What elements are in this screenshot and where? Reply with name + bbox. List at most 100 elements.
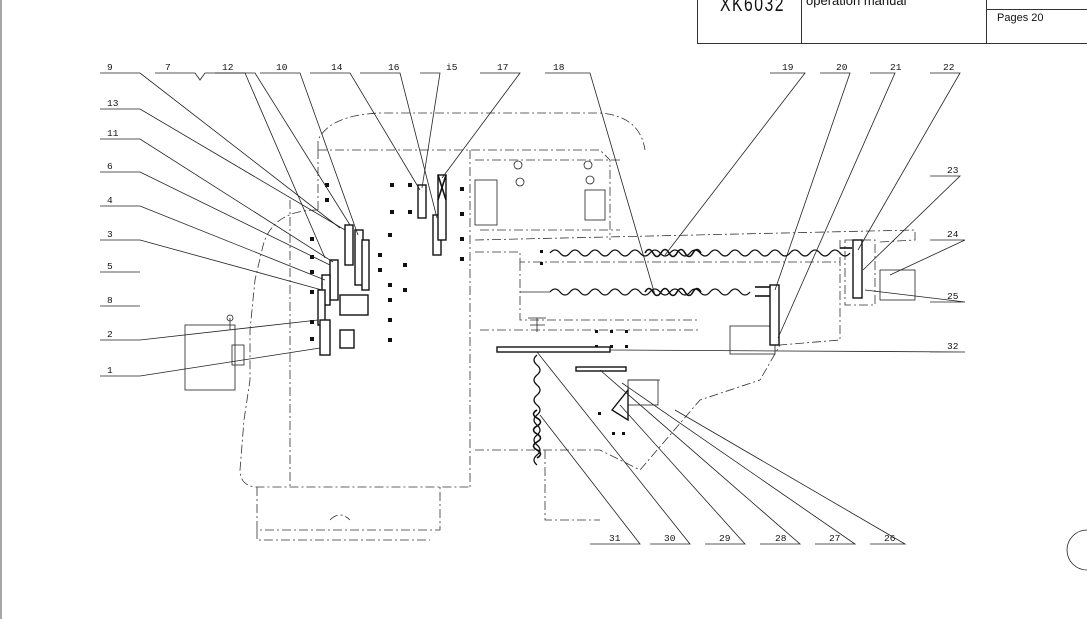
- bevel-housing: [627, 379, 659, 406]
- bevel-gear-29: [610, 388, 629, 422]
- gear-32: [496, 346, 611, 353]
- column-upper-outline: [318, 149, 611, 240]
- spindle-bearing-d: [585, 175, 595, 185]
- callout-13: 13: [107, 98, 119, 109]
- callout-20: 20: [836, 62, 848, 73]
- callout-6: 6: [107, 161, 113, 172]
- title-block-pages-cell: Pages 20: [986, 0, 1087, 44]
- gear-14: [432, 214, 442, 256]
- gear-17: [437, 174, 447, 241]
- feed-motor-body: [729, 325, 776, 355]
- callout-24: 24: [947, 229, 959, 240]
- gear-20: [769, 284, 780, 346]
- callout-16: 16: [388, 62, 400, 73]
- callout-28: 28: [775, 533, 787, 544]
- lead-screws: [520, 248, 851, 466]
- machine-outline: [184, 112, 916, 541]
- cross-screw-nut: [644, 287, 702, 297]
- gear-17-cross: [437, 174, 447, 201]
- longitudinal-screw-nut: [644, 248, 702, 258]
- callout-1: 1: [107, 365, 113, 376]
- base-foot-line: [256, 530, 430, 541]
- document-description: operation manual: [806, 0, 907, 8]
- leader-lines: [100, 72, 966, 545]
- front-body-outline: [239, 209, 470, 488]
- callout-26: 26: [884, 533, 896, 544]
- motor-lift-eye: [226, 314, 234, 322]
- callout-32: 32: [947, 341, 959, 352]
- gear-2: [317, 289, 326, 326]
- base-hook: [329, 514, 351, 521]
- spindle-nose: [474, 179, 498, 226]
- gear-6: [329, 259, 339, 301]
- callout-14: 14: [331, 62, 343, 73]
- gear-28: [575, 366, 627, 372]
- callout-27: 27: [829, 533, 840, 544]
- main-motor-body: [184, 324, 236, 391]
- callout-labels: 9 7 12 10 14 16 i5 17 18 19 20 21 22 23 …: [107, 62, 959, 544]
- gear-1: [319, 319, 331, 356]
- callout-18: 18: [553, 62, 565, 73]
- table-lower-line: [475, 251, 840, 263]
- gear-23: [852, 239, 863, 299]
- pages-cell-divider: [987, 9, 1087, 10]
- callout-21: 21: [890, 62, 902, 73]
- callout-5: 5: [107, 261, 113, 272]
- callout-10: 10: [276, 62, 288, 73]
- callout-17: 17: [497, 62, 508, 73]
- gear-10: [361, 239, 370, 291]
- knee-slope-outline: [475, 379, 761, 471]
- motor-coupling: [231, 344, 245, 366]
- gear-15: [417, 184, 427, 219]
- title-block-model-cell: XK6032: [697, 0, 803, 44]
- callout-30: 30: [664, 533, 676, 544]
- callout-11: 11: [107, 128, 119, 139]
- callout-2: 2: [107, 329, 113, 340]
- callout-4: 4: [107, 195, 113, 206]
- longitudinal-screw-upper: [549, 249, 851, 257]
- callout-15: i5: [446, 62, 458, 73]
- binding-hole-mark: [1066, 529, 1087, 571]
- base-outline: [256, 487, 441, 531]
- spindle-bearing-a: [513, 160, 523, 170]
- callout-29: 29: [719, 533, 731, 544]
- callout-19: 19: [782, 62, 794, 73]
- cross-screw: [549, 288, 751, 296]
- spindle-bearing-c: [515, 177, 525, 187]
- callout-8: 8: [107, 295, 113, 306]
- knee-inner-line: [519, 262, 700, 321]
- saddle-outline: [759, 240, 841, 381]
- pulley-hub: [339, 329, 355, 349]
- callout-22: 22: [943, 62, 955, 73]
- callout-31: 31: [609, 533, 621, 544]
- callout-12: 12: [222, 62, 234, 73]
- right-bracket-outline: [844, 239, 876, 306]
- vertical-elevating-screw: [533, 354, 541, 466]
- clutch-block: [339, 294, 369, 316]
- title-block-description-cell: operation manual: [801, 0, 988, 44]
- shaft-markers: [310, 183, 628, 435]
- callout-7: 7: [165, 62, 171, 73]
- right-motor-stub: [879, 269, 916, 301]
- callout-3: 3: [107, 229, 113, 240]
- gearbox: [317, 174, 447, 356]
- callout-23: 23: [947, 165, 959, 176]
- gear-31-hub: [528, 317, 546, 332]
- page-count: Pages 20: [997, 12, 1044, 24]
- elevating-screw-housing: [544, 450, 600, 521]
- gear-3: [321, 274, 331, 306]
- gear-13: [344, 224, 354, 266]
- gear-17-cross-b: [437, 174, 447, 201]
- spindle-rear-cap: [584, 189, 606, 221]
- model-number: XK6032: [720, 0, 786, 16]
- table-top-line: [474, 229, 916, 243]
- feed-gears: [496, 239, 863, 422]
- column-top-outline: [317, 112, 646, 151]
- callout-25: 25: [947, 291, 959, 302]
- callout-9: 9: [107, 62, 113, 73]
- spindle-bearing-b: [583, 160, 593, 170]
- gear-12: [354, 229, 364, 286]
- vertical-screw-nut: [532, 409, 542, 459]
